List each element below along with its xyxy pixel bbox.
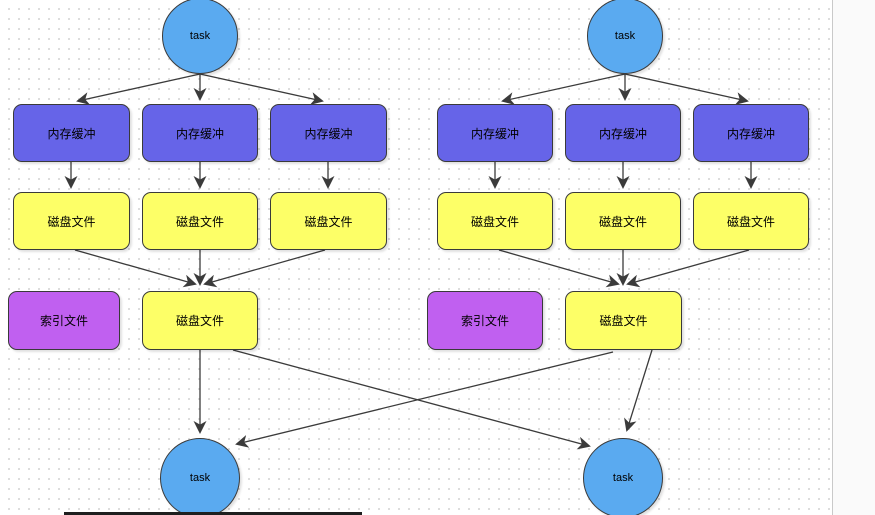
node-memory-buffer[interactable]: 内存缓冲 — [693, 104, 809, 162]
node-task-top-left[interactable]: task — [162, 0, 238, 74]
node-disk-file[interactable]: 磁盘文件 — [565, 192, 681, 250]
node-memory-buffer[interactable]: 内存缓冲 — [13, 104, 130, 162]
edge-lmerged-rtask — [232, 349, 591, 450]
edge-rtask-rbuf1 — [501, 73, 626, 105]
horizontal-scrollbar-thumb[interactable] — [64, 511, 362, 515]
edge-rmerged-rtask — [624, 349, 653, 432]
node-disk-file[interactable]: 磁盘文件 — [270, 192, 387, 250]
edge-ldisk3-lmerged — [203, 249, 326, 288]
node-index-file[interactable]: 索引文件 — [427, 291, 543, 350]
edge-ltask-lbuf3 — [199, 73, 324, 105]
edge-rdisk1-rmerged — [498, 249, 620, 288]
edge-rdisk3-rmerged — [626, 249, 750, 288]
node-merged-disk-file[interactable]: 磁盘文件 — [565, 291, 682, 350]
node-merged-disk-file[interactable]: 磁盘文件 — [142, 291, 258, 350]
node-index-file[interactable]: 索引文件 — [8, 291, 120, 350]
right-side-panel — [832, 0, 875, 515]
edge-ldisk1-lmerged — [74, 249, 197, 288]
diagram-canvas[interactable]: task 内存缓冲 内存缓冲 内存缓冲 磁盘文件 磁盘文件 磁盘文件 索引文件 … — [0, 0, 832, 515]
node-disk-file[interactable]: 磁盘文件 — [437, 192, 553, 250]
node-memory-buffer[interactable]: 内存缓冲 — [565, 104, 681, 162]
node-task-top-right[interactable]: task — [587, 0, 663, 74]
node-memory-buffer[interactable]: 内存缓冲 — [270, 104, 387, 162]
edge-layer — [64, 73, 758, 450]
node-memory-buffer[interactable]: 内存缓冲 — [142, 104, 258, 162]
node-disk-file[interactable]: 磁盘文件 — [13, 192, 130, 250]
node-disk-file[interactable]: 磁盘文件 — [693, 192, 809, 250]
node-memory-buffer[interactable]: 内存缓冲 — [437, 104, 553, 162]
edge-ltask-lbuf1 — [76, 73, 201, 105]
edge-rtask-rbuf3 — [624, 73, 749, 105]
node-disk-file[interactable]: 磁盘文件 — [142, 192, 258, 250]
node-task-bottom-left[interactable]: task — [160, 438, 240, 515]
edge-rmerged-ltask — [235, 351, 614, 448]
node-task-bottom-right[interactable]: task — [583, 438, 663, 515]
